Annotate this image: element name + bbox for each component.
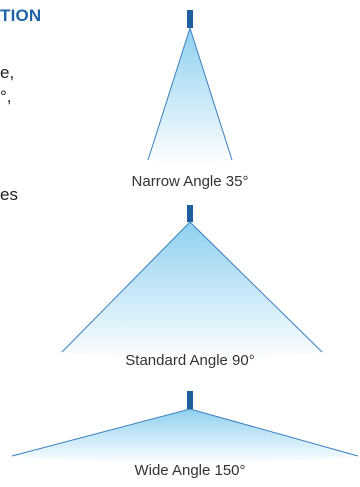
fixture-icon-standard xyxy=(187,205,193,222)
fixture-icon-narrow xyxy=(187,10,193,28)
body-text-fragment-1: e, xyxy=(0,63,15,82)
beam-cone-standard xyxy=(62,222,322,362)
beam-narrow: Narrow Angle 35° xyxy=(132,10,249,190)
beam-cone-narrow xyxy=(148,28,232,166)
body-text-fragment-2: °, xyxy=(0,87,12,106)
beam-cone-wide xyxy=(12,409,358,464)
body-text-fragment-3: es xyxy=(0,185,18,204)
fixture-icon-wide xyxy=(187,391,193,409)
angle-label-standard: Standard Angle 90° xyxy=(125,352,254,369)
angle-label-wide: Wide Angle 150° xyxy=(134,462,245,479)
beam-wide: Wide Angle 150° xyxy=(11,391,359,479)
section-heading-fragment: TION xyxy=(0,6,42,25)
angle-label-narrow: Narrow Angle 35° xyxy=(132,173,249,190)
beam-standard: Standard Angle 90° xyxy=(61,205,323,369)
